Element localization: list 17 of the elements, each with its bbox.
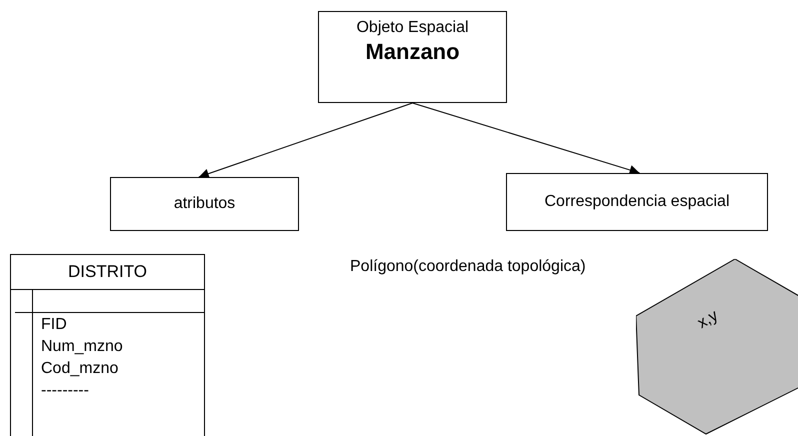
process-box [110,177,299,231]
box-title: Manzano [365,38,460,66]
table-header: DISTRITO [11,255,204,290]
field-name: Num_mzno [41,337,123,357]
field-name: Cod_mzno [41,359,118,379]
field-name: FID [41,315,67,335]
arrow [198,102,413,178]
box-label: Objeto Espacial [356,18,469,38]
field-name: --------- [41,381,89,401]
table-frame [10,254,205,436]
box-label: atributos [174,194,236,214]
shape-label: x,y [694,307,722,333]
process-box [318,11,507,103]
arrow [412,102,640,175]
caption-text: Polígono(coordenada topológica) [350,258,586,276]
process-box [506,173,768,231]
box-label: Correspondencia espacial [544,192,730,212]
